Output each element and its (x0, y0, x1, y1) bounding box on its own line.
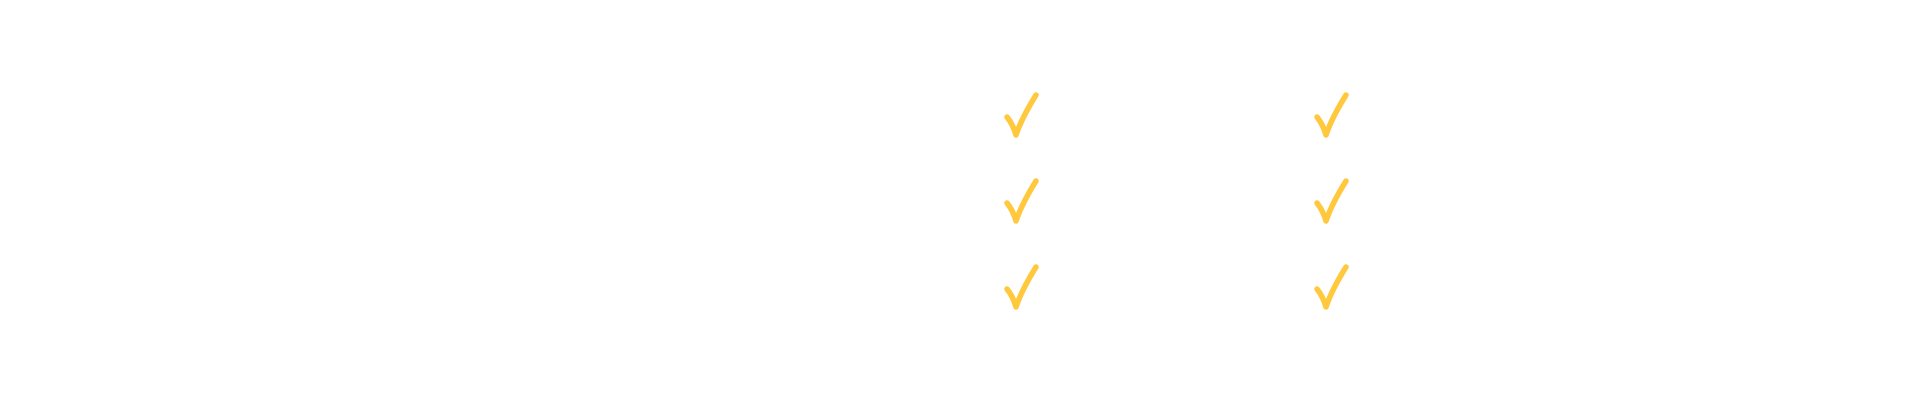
check-item-col2-row1 (1313, 92, 1353, 144)
checkmark-icon (1003, 264, 1043, 316)
check-item-col2-row2 (1313, 178, 1353, 230)
checkmark-icon (1003, 92, 1043, 144)
check-item-col1-row1 (1003, 92, 1043, 144)
check-item-col2-row3 (1313, 264, 1353, 316)
check-item-col1-row2 (1003, 178, 1043, 230)
check-item-col1-row3 (1003, 264, 1043, 316)
checkmark-grid (1003, 92, 1623, 350)
checkmark-icon (1313, 264, 1353, 316)
checkmark-icon (1313, 178, 1353, 230)
checkmark-icon (1003, 178, 1043, 230)
checkmark-icon (1313, 92, 1353, 144)
